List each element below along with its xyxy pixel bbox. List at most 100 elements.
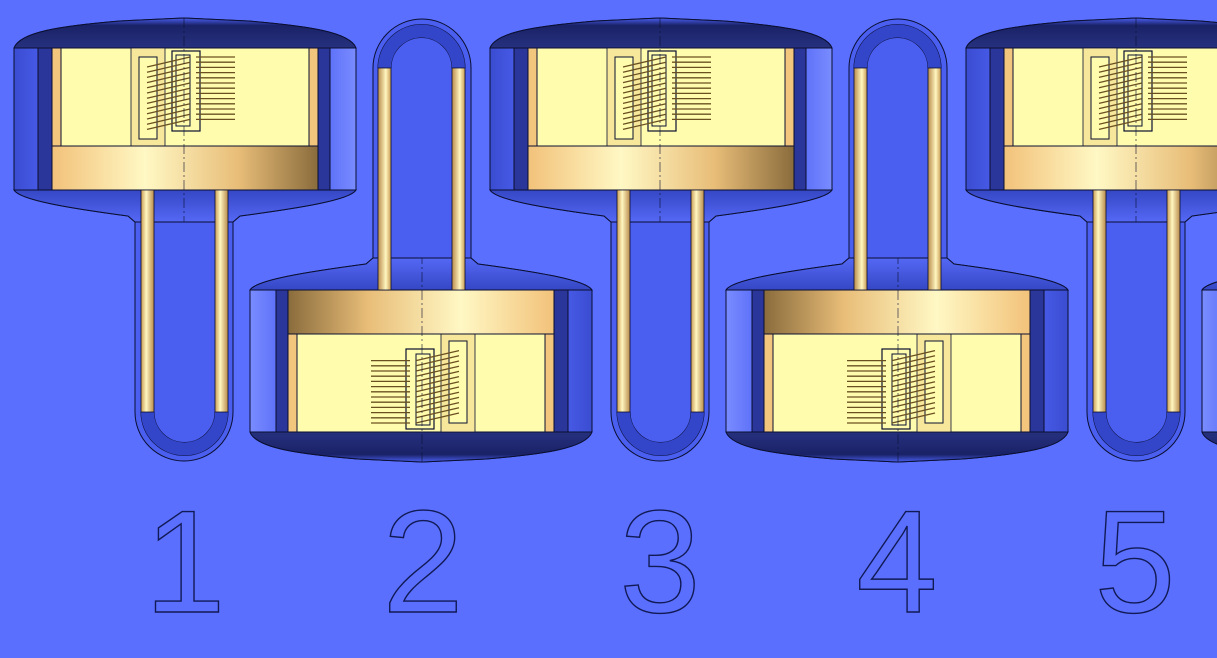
heat-pipe-module-top-3: [965, 17, 1217, 462]
gold-band: [1003, 145, 1217, 191]
u-bend-fill: [141, 412, 228, 456]
diagonal-pin: [1098, 108, 1143, 120]
coil-frame: [171, 50, 201, 132]
u-bend-fill: [617, 412, 704, 456]
modules-layer: [13, 17, 1217, 463]
diagonal-pin: [415, 381, 460, 393]
diagonal-pin: [891, 412, 936, 424]
housing-cap: [249, 431, 593, 463]
diagonal-pin: [622, 108, 667, 120]
module-label-2: 2: [382, 480, 463, 643]
diagonal-pin: [891, 391, 936, 403]
coil-frame-inner: [175, 54, 191, 127]
diagonal-pin: [622, 118, 667, 131]
diagonal-pin: [415, 360, 460, 372]
diagonal-pin: [146, 87, 191, 99]
tube-sheath: [848, 18, 948, 276]
tube-sheath: [1086, 204, 1186, 462]
module-label-3: 3: [619, 480, 700, 643]
diagonal-pin: [415, 349, 460, 362]
labels-layer: 1 2 3 4 5: [144, 479, 1177, 643]
coil-frame: [647, 50, 677, 132]
tube-right: [690, 189, 705, 413]
diagonal-pin: [415, 375, 460, 388]
diagonal-pin: [415, 355, 460, 367]
gold-band: [51, 145, 319, 191]
tube-sheath: [610, 204, 710, 462]
diagonal-pin: [891, 360, 936, 372]
diagonal-pin: [891, 365, 936, 377]
tube-left: [1092, 189, 1107, 413]
diagonal-pin: [146, 113, 191, 125]
diagonal-pin: [415, 391, 460, 403]
tube-right: [853, 67, 868, 291]
coil-frame: [881, 348, 911, 430]
diagonal-pin: [891, 381, 936, 393]
diagonal-pin: [1098, 92, 1143, 105]
tube-right: [214, 189, 229, 413]
u-bend-fill: [378, 24, 465, 68]
tube-left: [616, 189, 631, 413]
diagonal-pin: [622, 92, 667, 105]
chamber: [772, 333, 1022, 433]
diagonal-pin: [1098, 82, 1143, 94]
diagonal-pin: [622, 87, 667, 99]
diagonal-pin: [1098, 103, 1143, 115]
gold-band: [527, 145, 795, 191]
diagonal-pin: [622, 82, 667, 94]
diagonal-pin: [1098, 87, 1143, 99]
diagonal-pin: [415, 401, 460, 414]
diagonal-pin: [891, 386, 936, 398]
diagonal-pin: [622, 77, 667, 89]
diagonal-pin: [1098, 77, 1143, 89]
u-bend-inner: [153, 411, 216, 443]
diagonal-pin: [622, 61, 667, 73]
tube-left: [927, 67, 942, 291]
u-bend-inner: [629, 411, 692, 443]
tube-right: [377, 67, 392, 291]
tube-left: [140, 189, 155, 413]
housing-cap: [965, 17, 1217, 49]
heat-pipe-module-bottom-1: [249, 18, 593, 463]
u-bend-fill: [1093, 412, 1180, 456]
diagonal-pin: [146, 92, 191, 105]
coil-frame: [405, 348, 435, 430]
diagonal-pin: [146, 71, 191, 84]
housing-base: [965, 189, 1217, 223]
chamber: [296, 333, 546, 433]
diagonal-pin: [1098, 61, 1143, 73]
diagonal-pin: [415, 370, 460, 383]
housing-base: [1201, 281, 1217, 291]
diagonal-pin: [415, 407, 460, 419]
chamber: [536, 47, 786, 147]
diagonal-pin: [1098, 71, 1143, 84]
coil-frame: [1123, 50, 1153, 132]
diagonal-pin: [622, 66, 667, 79]
diagonal-pin: [622, 103, 667, 115]
module-label-5: 5: [1094, 480, 1175, 643]
coil-frame-inner: [415, 353, 431, 426]
u-bend-inner: [1105, 411, 1168, 443]
housing-cap: [489, 17, 833, 49]
tube-right: [1166, 189, 1181, 413]
diagonal-pin: [622, 113, 667, 125]
diagonal-pin: [1098, 56, 1143, 68]
housing-base: [249, 257, 593, 291]
diagonal-pin: [415, 386, 460, 398]
diagonal-pin: [1098, 97, 1143, 110]
chamber: [60, 47, 310, 147]
diagonal-pin: [891, 370, 936, 383]
diagonal-pin: [146, 108, 191, 120]
diagonal-pin: [146, 82, 191, 94]
gold-band: [287, 289, 555, 335]
u-bend-inner: [390, 37, 453, 69]
housing-cap: [1201, 431, 1217, 445]
diagonal-pin: [146, 118, 191, 131]
module-label-1: 1: [144, 480, 225, 643]
diagonal-pin: [146, 56, 191, 68]
u-bend-fill: [854, 24, 941, 68]
diagonal-pin: [622, 56, 667, 68]
diagonal-pin: [891, 407, 936, 419]
